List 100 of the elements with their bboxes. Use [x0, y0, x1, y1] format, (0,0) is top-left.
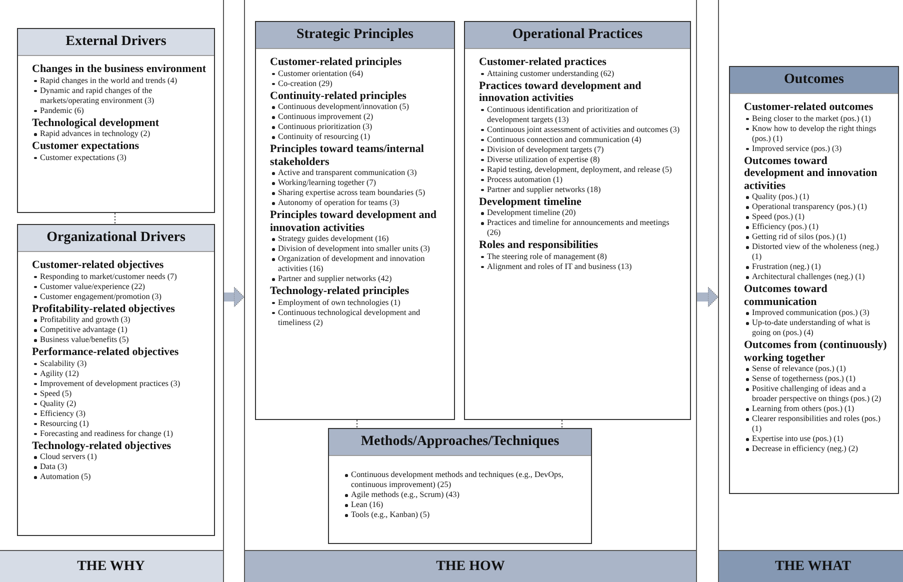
bullet-item: Continuous joint assessment of activities and outcomes (3): [481, 124, 682, 134]
bullet-item: Continuous technological development and timeliness (2): [272, 308, 446, 328]
column-footer: THE HOW: [245, 550, 696, 582]
bullet-item: Diverse utilization of expertise (8): [481, 154, 682, 164]
category-box: [328, 428, 592, 544]
section-heading: Technology-related principles: [270, 285, 410, 298]
bullet-item: Agile methods (e.g., Scrum) (43): [345, 490, 577, 500]
bullet-item: Autonomy of operation for teams (3): [272, 198, 446, 208]
bullet-item: Quality (pos.) (1): [746, 192, 890, 202]
bullet-item: Clearer responsibilities and roles (pos.) (1): [746, 414, 890, 434]
bullet-item: Continuity of resourcing (1): [272, 132, 446, 142]
bullet-item: The steering role of management (8): [481, 252, 682, 262]
box-header: Methods/Approaches/Techniques: [329, 429, 591, 456]
bullet-item: Forecasting and readiness for change (1): [34, 428, 206, 438]
bullet-item: Sense of relevance (pos.) (1): [746, 364, 890, 374]
box-header: Organizational Drivers: [18, 225, 214, 252]
bullet-item: Sharing expertise across team boundaries (5): [272, 188, 446, 198]
section-heading: Customer-related objectives: [32, 259, 165, 272]
bullet-item: Cloud servers (1): [34, 452, 206, 462]
bullet-item: Dynamic and rapid changes of the markets/operating environment (3): [34, 86, 206, 106]
bullet-item: Organization of development and innovation activities (16): [272, 254, 446, 274]
section-heading: Customer-related principles: [270, 56, 403, 68]
bullet-item: Business value/benefits (5): [34, 335, 206, 345]
bullet-item: Automation (5): [34, 472, 206, 482]
bullet-item: Expertise into use (pos.) (1): [746, 434, 890, 444]
bullet-item: Rapid changes in the world and trends (4): [34, 76, 206, 86]
bullet-item: Lean (16): [345, 500, 577, 510]
bullet-item: Continuous connection and communication (4): [481, 134, 682, 144]
section-heading: Outcomes from (continuously) working together: [744, 339, 888, 364]
bullet-item: Co-creation (29): [272, 78, 446, 88]
column-panel: [0, 0, 224, 582]
bullet-item: Continuous development/innovation (5): [272, 102, 446, 112]
box-header: Operational Practices: [465, 22, 690, 49]
section-heading: Changes in the business environment: [32, 63, 206, 76]
section-heading: Outcomes toward development and innovation activities: [744, 154, 878, 192]
section-heading: Outcomes toward communication: [744, 283, 828, 308]
bullet-item: Tools (e.g., Kanban) (5): [345, 510, 577, 520]
section-heading: Profitability-related objectives: [32, 302, 176, 315]
bullet-item: Sense of togetherness (pos.) (1): [746, 374, 890, 384]
bullet-item: Being closer to the market (pos.) (1): [746, 114, 890, 124]
bullet-item: Alignment and roles of IT and business (13): [481, 262, 682, 272]
bullet-item: Active and transparent communication (3): [272, 168, 446, 178]
bullet-item: Operational transparency (pos.) (1): [746, 202, 890, 212]
bullet-item: Continuous identification and prioritization of development targets (13): [481, 104, 682, 124]
section-heading: Customer expectations: [32, 140, 140, 152]
block-arrow: [224, 286, 244, 308]
section-heading: Customer-related practices: [479, 56, 608, 68]
section-heading: Roles and responsibilities: [479, 239, 599, 252]
bullet-item: Speed (5): [34, 388, 206, 398]
bullet-item: Process automation (1): [481, 174, 682, 184]
bullet-item: Speed (pos.) (1): [746, 212, 890, 222]
bullet-item: Division of development targets (7): [481, 144, 682, 154]
category-box: [255, 21, 455, 420]
bullet-item: Working/learning together (7): [272, 178, 446, 188]
bullet-item: Development timeline (20): [481, 208, 682, 218]
bullet-item: Partner and supplier networks (42): [272, 274, 446, 284]
bullet-item: Rapid advances in technology (2): [34, 129, 206, 139]
column-footer: THE WHAT: [719, 550, 903, 582]
box-header: Strategic Principles: [256, 22, 454, 49]
section-heading: Technology-related objectives: [32, 440, 172, 452]
bullet-item: Continuous prioritization (3): [272, 122, 446, 132]
section-heading: Customer-related outcomes: [744, 101, 874, 114]
bullet-item: Strategy guides development (16): [272, 234, 446, 244]
bullet-item: Distorted view of the wholeness (neg.) (1): [746, 242, 890, 262]
bullet-item: Know how to develop the right things (pos.) (1): [746, 124, 890, 144]
bullet-item: Pandemic (6): [34, 106, 206, 116]
category-box: [464, 21, 691, 420]
connector-line: [114, 212, 116, 224]
bullet-item: Customer orientation (64): [272, 68, 446, 78]
column-panel: [244, 0, 697, 582]
section-heading: Principles toward teams/internal stakeholders: [270, 143, 425, 168]
bullet-item: Getting rid of silos (pos.) (1): [746, 232, 890, 242]
bullet-item: Continuous improvement (2): [272, 112, 446, 122]
bullet-item: Partner and supplier networks (18): [481, 184, 682, 194]
bullet-item: Agility (12): [34, 368, 206, 378]
bullet-item: Decrease in efficiency (neg.) (2): [746, 444, 890, 454]
column-panel: [718, 0, 903, 582]
bullet-item: Division of development into smaller units (3): [272, 244, 446, 254]
bullet-item: Attaining customer understanding (62): [481, 68, 682, 78]
box-header: Outcomes: [730, 67, 898, 94]
bullet-item: Efficiency (pos.) (1): [746, 222, 890, 232]
column-footer: THE WHY: [0, 550, 223, 582]
category-box: [17, 28, 215, 213]
bullet-item: Customer engagement/promotion (3): [34, 292, 206, 302]
bullet-item: Learning from others (pos.) (1): [746, 404, 890, 414]
bullet-item: Improved communication (pos.) (3): [746, 308, 890, 318]
section-heading: Development timeline: [479, 196, 582, 208]
bullet-item: Scalability (3): [34, 358, 206, 368]
section-heading: Performance-related objectives: [32, 346, 180, 358]
bullet-item: Continuous development methods and techniques (e.g., DevOps, continuous improvement) (25): [345, 470, 577, 490]
bullet-item: Data (3): [34, 462, 206, 472]
bullet-item: Practices and timeline for announcements and meetings (26): [481, 218, 682, 238]
bullet-item: Frustration (neg.) (1): [746, 262, 890, 272]
bullet-item: Competitive advantage (1): [34, 325, 206, 335]
bullet-item: Quality (2): [34, 398, 206, 408]
box-header: External Drivers: [18, 29, 214, 56]
bullet-item: Resourcing (1): [34, 418, 206, 428]
bullet-item: Architectural challenges (neg.) (1): [746, 272, 890, 282]
section-heading: Technological development: [32, 116, 160, 129]
bullet-item: Improved service (pos.) (3): [746, 144, 890, 154]
